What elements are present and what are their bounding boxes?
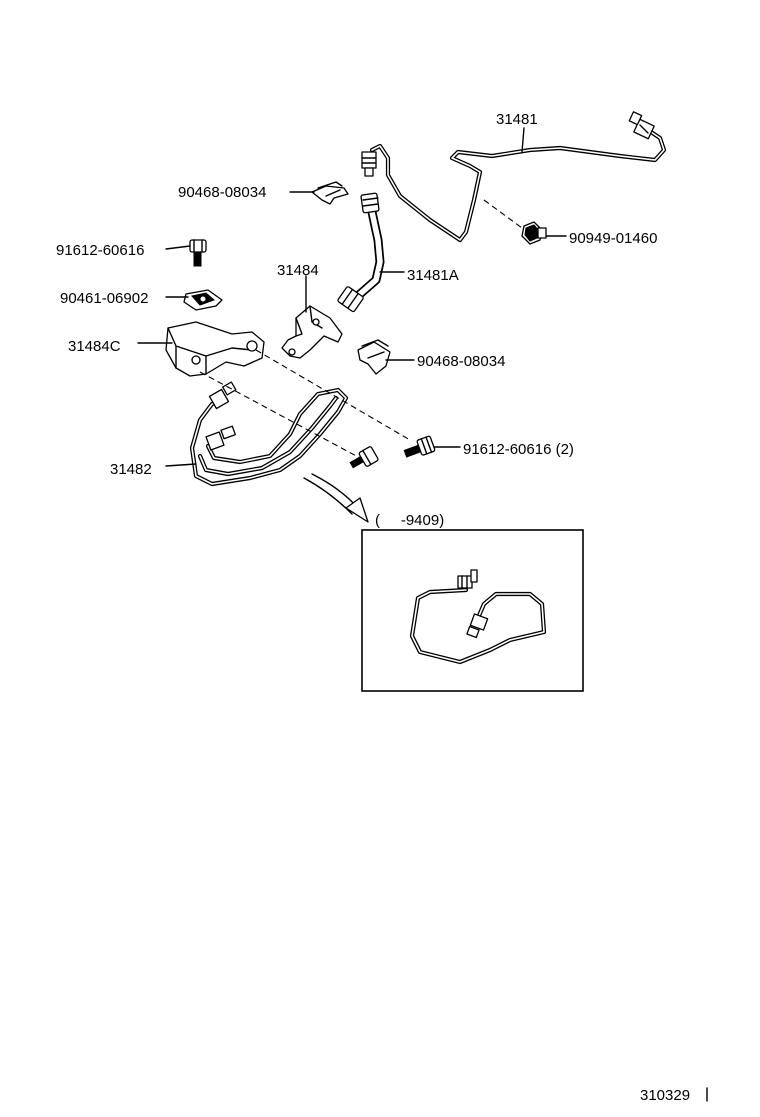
label-31481: 31481 xyxy=(496,111,538,128)
union-90949 xyxy=(521,221,547,245)
label-90461: 90461-06902 xyxy=(60,290,148,307)
brake-tube-31481 xyxy=(361,111,667,243)
bracket-31484 xyxy=(281,305,343,359)
inset-arrow xyxy=(303,473,369,523)
label-90949: 90949-01460 xyxy=(569,230,657,247)
label-31484: 31484 xyxy=(277,262,319,279)
label-31481a: 31481A xyxy=(407,267,459,284)
bolt-91612-top xyxy=(189,239,207,267)
flare-nut-fitting xyxy=(205,425,236,451)
label-91612-top: 91612-60616 xyxy=(56,242,144,259)
figure-code: 310329 xyxy=(640,1087,690,1104)
flare-nut-fitting xyxy=(466,613,489,639)
inset-caption: ( -9409) xyxy=(375,512,444,529)
leader-lines xyxy=(137,127,567,467)
clip-90468-mid xyxy=(357,339,391,375)
label-31484c: 31484C xyxy=(68,338,121,355)
bolt-91612-pair xyxy=(349,435,436,469)
label-90468-top: 90468-08034 xyxy=(178,184,266,201)
flare-nut-fitting xyxy=(208,381,237,410)
flare-nut-fitting xyxy=(628,111,655,140)
bracket-31484c xyxy=(165,321,265,377)
label-31482: 31482 xyxy=(110,461,152,478)
clip-90468-top xyxy=(311,181,349,205)
flexible-hose-31481a xyxy=(337,192,385,313)
brake-tube-31482 xyxy=(189,381,349,487)
label-91612-pair: 91612-60616 (2) xyxy=(463,441,574,458)
flare-nut-fitting xyxy=(361,151,377,177)
flare-nut-fitting xyxy=(457,569,478,589)
label-90468-mid: 90468-08034 xyxy=(417,353,505,370)
clip-nut-90461 xyxy=(183,289,223,311)
inset-box xyxy=(361,529,584,692)
assembly-lines xyxy=(199,199,523,459)
